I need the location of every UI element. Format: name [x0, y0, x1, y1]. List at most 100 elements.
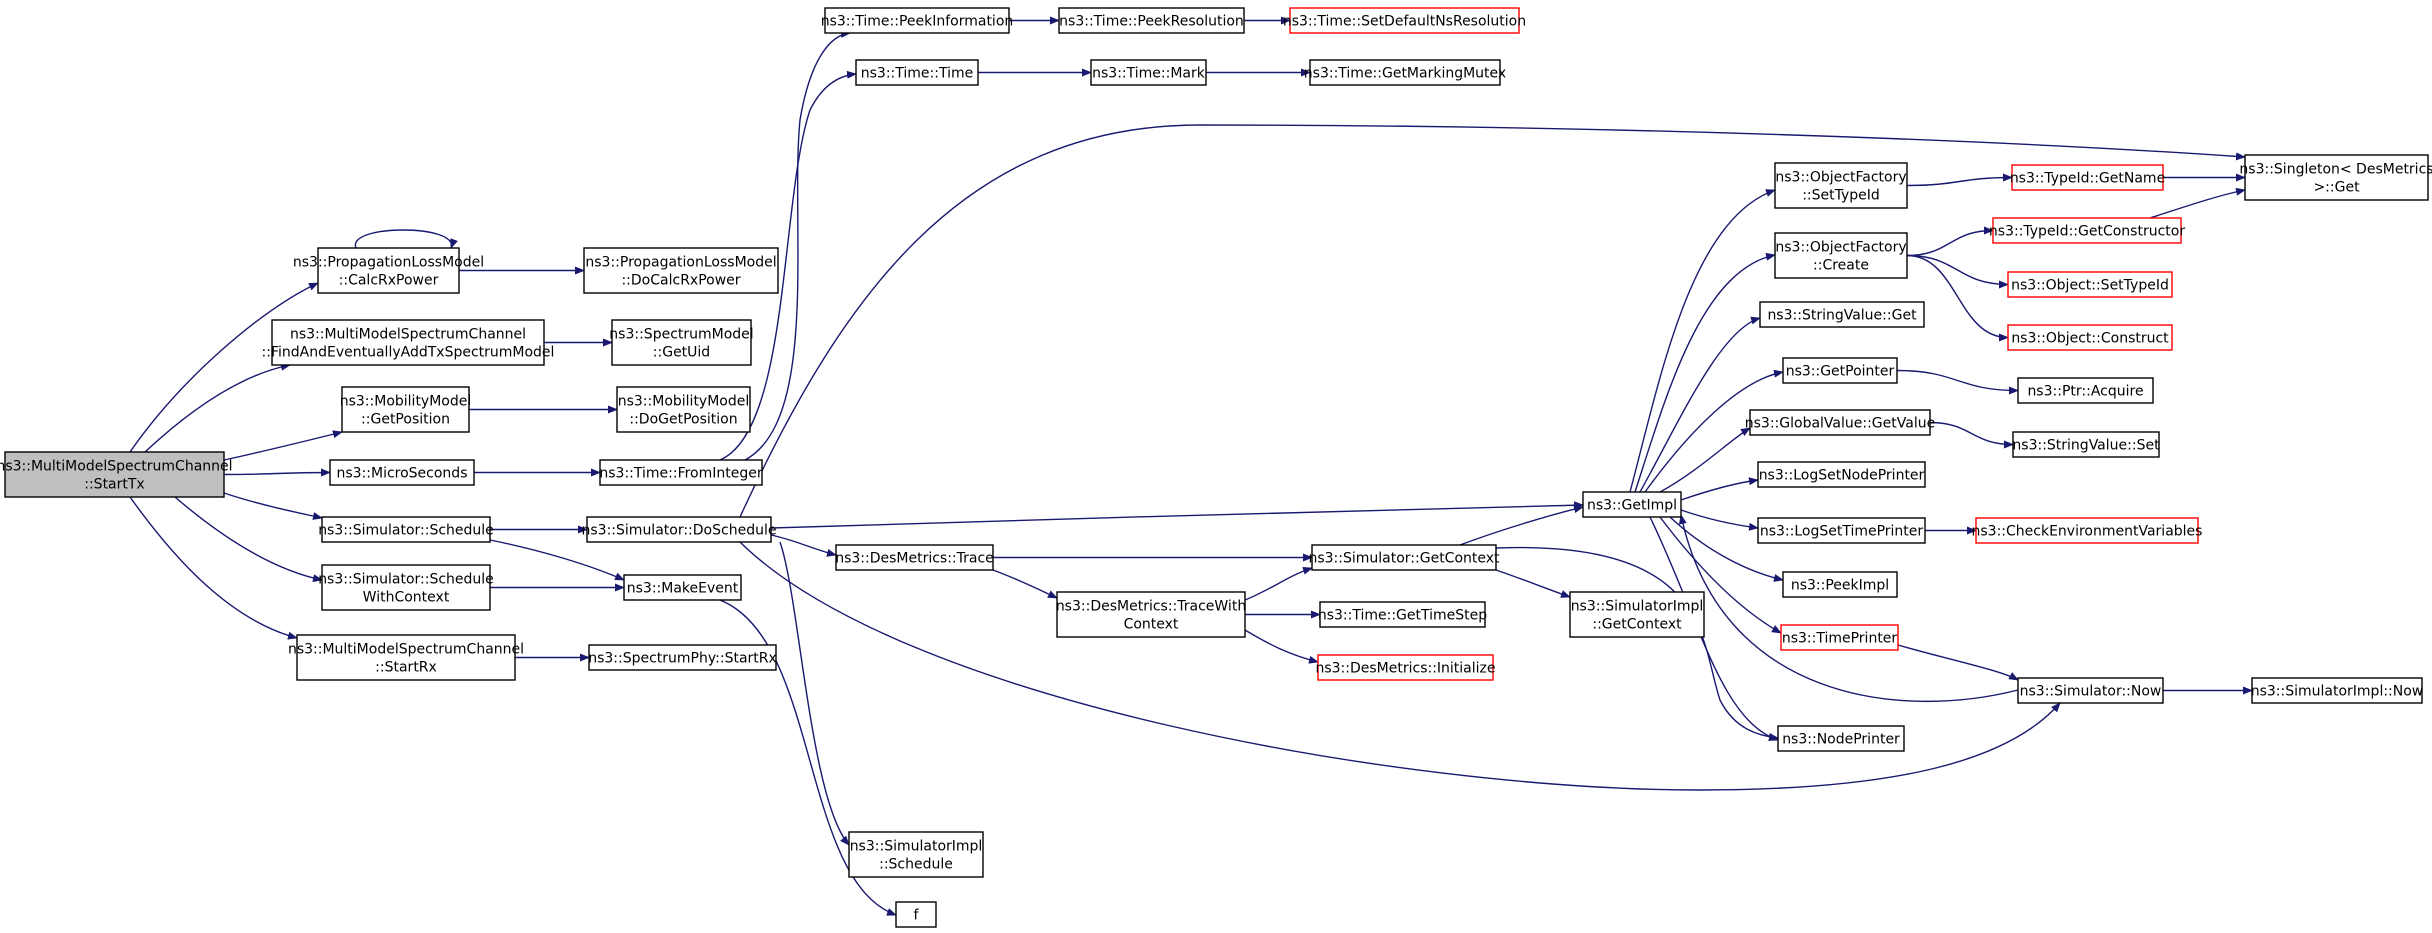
node-simSchedule[interactable]: ns3::Simulator::Schedule: [318, 516, 494, 543]
node-label: ns3::PeekImpl: [1791, 578, 1889, 594]
node-label: ns3::NodePrinter: [1782, 732, 1900, 748]
node-label: ns3::MultiModelSpectrumChannel: [290, 327, 526, 343]
edge-ofCreate-to-objConstruct: [1906, 254, 2009, 342]
edge-getImpl-to-ofCreate: [1634, 252, 1776, 493]
node-timePrinter[interactable]: ns3::TimePrinter: [1780, 624, 1899, 651]
node-ofCreate[interactable]: ns3::ObjectFactory::Create: [1774, 232, 1908, 279]
edge-simSchedule-to-makeEvent: [489, 539, 625, 581]
node-globalValueGet[interactable]: ns3::GlobalValue::GetValue: [1745, 409, 1935, 436]
node-typeIdGetCtor[interactable]: ns3::TypeId::GetConstructor: [1989, 217, 2185, 244]
node-label: ns3::SpectrumModel: [609, 327, 753, 343]
node-label: ns3::SimulatorImpl: [1571, 599, 1704, 615]
node-makeEvent[interactable]: ns3::MakeEvent: [623, 574, 742, 601]
node-label: ns3::Time::PeekInformation: [821, 14, 1014, 30]
edge-ofSetTypeId-to-typeIdGetName: [1906, 173, 2013, 187]
node-label: ns3::Time::Mark: [1092, 66, 1206, 82]
node-label: ns3::DesMetrics::Trace: [835, 551, 994, 567]
node-label: ::FindAndEventuallyAddTxSpectrumModel: [262, 345, 555, 361]
node-desInitialize[interactable]: ns3::DesMetrics::Initialize: [1315, 654, 1496, 681]
edge-timePrinter-to-simNow: [1897, 644, 2019, 681]
node-calcRxPower[interactable]: ns3::PropagationLossModel::CalcRxPower: [293, 247, 484, 294]
node-getMarkingMutex[interactable]: ns3::Time::GetMarkingMutex: [1304, 59, 1506, 86]
node-label: ns3::StringValue::Set: [2012, 438, 2160, 454]
node-peekImpl[interactable]: ns3::PeekImpl: [1782, 571, 1898, 598]
node-typeIdGetName[interactable]: ns3::TypeId::GetName: [2010, 164, 2165, 191]
node-getPointer[interactable]: ns3::GetPointer: [1782, 357, 1898, 384]
node-label: WithContext: [363, 590, 450, 606]
node-peekResolution[interactable]: ns3::Time::PeekResolution: [1058, 7, 1245, 34]
node-fromInteger[interactable]: ns3::Time::FromInteger: [599, 459, 763, 486]
node-simImplNow[interactable]: ns3::SimulatorImpl::Now: [2251, 677, 2424, 704]
node-f[interactable]: f: [895, 901, 937, 928]
edge-doSchedule-to-desTrace: [770, 534, 837, 557]
edge-getImpl-to-timePrinter: [1659, 516, 1782, 634]
node-label: ns3::TypeId::GetName: [2010, 171, 2165, 187]
node-label: ns3::Ptr::Acquire: [2027, 384, 2143, 400]
node-label: ::GetContext: [1592, 617, 1682, 633]
edge-getImpl-to-getPointer: [1644, 369, 1784, 493]
node-label: ::SetTypeId: [1802, 188, 1880, 204]
node-getContext[interactable]: ns3::Simulator::GetContext: [1308, 544, 1500, 571]
node-simNow[interactable]: ns3::Simulator::Now: [2017, 677, 2164, 704]
node-doCalcRxPower[interactable]: ns3::PropagationLossModel::DoCalcRxPower: [583, 247, 779, 294]
node-nodePrinter[interactable]: ns3::NodePrinter: [1777, 725, 1905, 752]
node-label: ns3::LogSetTimePrinter: [1760, 524, 1924, 540]
node-logSetNodePrinter[interactable]: ns3::LogSetNodePrinter: [1757, 461, 1926, 488]
node-label: ns3::CheckEnvironmentVariables: [1972, 524, 2203, 540]
node-logSetTimePrinter[interactable]: ns3::LogSetTimePrinter: [1757, 517, 1926, 544]
node-microSeconds[interactable]: ns3::MicroSeconds: [329, 459, 475, 486]
node-label: ns3::Simulator::Now: [2020, 684, 2162, 700]
node-label: ns3::GetPointer: [1786, 364, 1895, 380]
node-label: ns3::PropagationLossModel: [585, 255, 776, 271]
node-label: ns3::TimePrinter: [1782, 631, 1898, 647]
node-label: Context: [1124, 617, 1179, 633]
node-label: ::GetPosition: [361, 412, 450, 428]
node-getImpl[interactable]: ns3::GetImpl: [1582, 491, 1682, 518]
node-ptrAcquire[interactable]: ns3::Ptr::Acquire: [2017, 377, 2154, 404]
edge-getImpl-to-logSetTimePrinter: [1680, 509, 1759, 531]
edge-calcRxPower-to-calcRxPower: [355, 229, 458, 249]
edge-startTx-to-simSchedule: [223, 492, 323, 520]
node-objConstruct[interactable]: ns3::Object::Construct: [2007, 324, 2173, 351]
node-phyStartRx[interactable]: ns3::SpectrumPhy::StartRx: [588, 644, 777, 671]
edge-traceWithContext-to-getContext: [1244, 566, 1313, 601]
node-label: ns3::PropagationLossModel: [293, 255, 484, 271]
node-peekInformation[interactable]: ns3::Time::PeekInformation: [821, 7, 1014, 34]
node-label: ns3::MobilityModel: [618, 394, 750, 410]
node-label: ::StartTx: [84, 477, 144, 493]
node-objSetTypeId[interactable]: ns3::Object::SetTypeId: [2007, 271, 2173, 298]
node-label: ns3::Time::Time: [861, 66, 973, 82]
node-ofSetTypeId[interactable]: ns3::ObjectFactory::SetTypeId: [1774, 162, 1908, 209]
node-simImplGetContext[interactable]: ns3::SimulatorImpl::GetContext: [1569, 591, 1705, 638]
node-simImplSchedule[interactable]: ns3::SimulatorImpl::Schedule: [848, 831, 984, 878]
node-getTimeStep[interactable]: ns3::Time::GetTimeStep: [1318, 601, 1487, 628]
edge-getImpl-to-ofSetTypeId: [1629, 189, 1776, 493]
node-doSchedule[interactable]: ns3::Simulator::DoSchedule: [582, 516, 777, 543]
edge-ofCreate-to-objSetTypeId: [1906, 254, 2009, 289]
node-getPosition[interactable]: ns3::MobilityModel::GetPosition: [340, 386, 472, 433]
node-stringValueGet[interactable]: ns3::StringValue::Get: [1759, 301, 1925, 328]
node-singletonGet[interactable]: ns3::Singleton< DesMetrics>::Get: [2239, 154, 2432, 201]
edge-doSchedule-to-simNow: [739, 541, 2061, 791]
node-doGetPosition[interactable]: ns3::MobilityModel::DoGetPosition: [616, 386, 751, 433]
node-label: ns3::LogSetNodePrinter: [1759, 468, 1925, 484]
node-setDefaultNsRes[interactable]: ns3::Time::SetDefaultNsResolution: [1283, 7, 1526, 34]
node-checkEnvVars[interactable]: ns3::CheckEnvironmentVariables: [1972, 517, 2203, 544]
node-getUid[interactable]: ns3::SpectrumModel::GetUid: [609, 319, 754, 366]
node-desTrace[interactable]: ns3::DesMetrics::Trace: [835, 544, 994, 571]
node-label: ns3::Time::SetDefaultNsResolution: [1283, 14, 1526, 30]
node-label: ns3::MakeEvent: [627, 581, 739, 597]
edge-fromInteger-to-timeTime: [719, 70, 857, 461]
node-stringValueSet[interactable]: ns3::StringValue::Set: [2012, 431, 2160, 458]
edge-globalValueGet-to-stringValueSet: [1929, 421, 2014, 449]
edge-typeIdGetCtor-to-singletonGet: [2149, 187, 2246, 219]
node-timeMark[interactable]: ns3::Time::Mark: [1090, 59, 1207, 86]
node-startTx[interactable]: ns3::MultiModelSpectrumChannel::StartTx: [0, 451, 233, 498]
node-startRx[interactable]: ns3::MultiModelSpectrumChannel::StartRx: [288, 634, 524, 681]
node-findAndAdd[interactable]: ns3::MultiModelSpectrumChannel::FindAndE…: [262, 319, 555, 366]
node-label: f: [914, 908, 920, 924]
edge-getImpl-to-nodePrinter: [1649, 516, 1779, 741]
node-timeTime[interactable]: ns3::Time::Time: [855, 59, 979, 86]
